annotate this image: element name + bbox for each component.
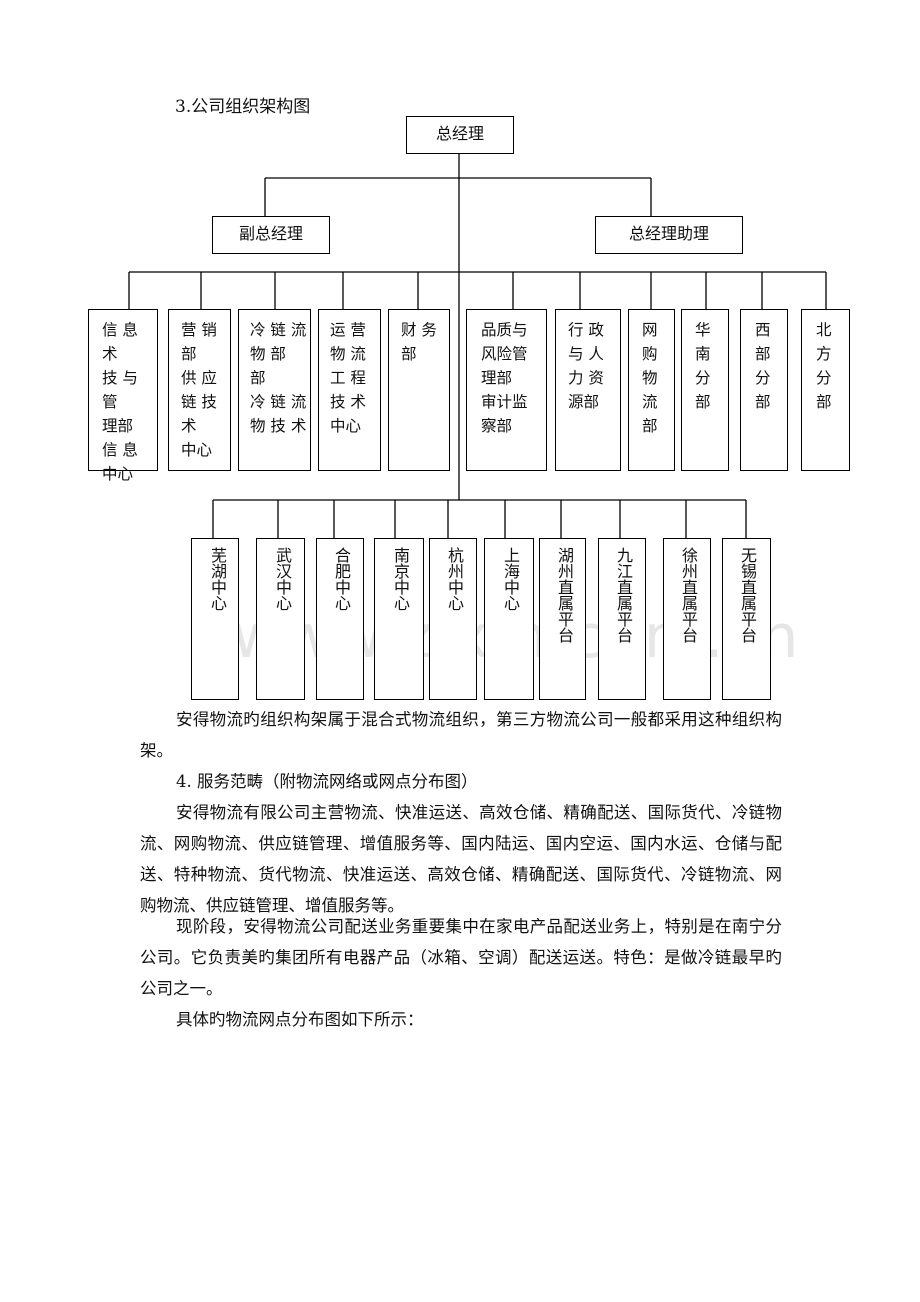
- org-node-center-wuhu: 芜湖中心: [191, 538, 239, 700]
- dept-line: 察部: [481, 417, 513, 435]
- center-label: 无锡直属平台: [738, 547, 757, 643]
- org-node-label: 副总经理: [238, 224, 303, 243]
- dept-line: 理部: [102, 417, 134, 435]
- center-label: 湖州直属平台: [555, 547, 574, 643]
- dept-line: 工 程: [330, 369, 366, 387]
- dept-line: 部: [401, 345, 417, 363]
- dept-line: 品质与: [481, 321, 528, 339]
- center-label: 徐州直属平台: [679, 547, 698, 643]
- dept-line: 力 资: [568, 369, 604, 387]
- dept-line: 物 部: [250, 345, 286, 363]
- org-node-center-jiujiang: 九江直属平台: [598, 538, 646, 700]
- dept-line: 信 息: [102, 441, 138, 459]
- dept-line: 冷 链 流: [250, 321, 307, 339]
- dept-line: 审计监: [481, 393, 528, 411]
- org-node-dept-south-china: 华 南 分 部: [681, 309, 729, 471]
- center-label: 南京中心: [391, 547, 410, 611]
- org-node-dept-marketing: 营 销 部 供 应 链 技 术 中心: [168, 309, 231, 471]
- center-label: 合肥中心: [332, 547, 351, 611]
- dept-line: 分: [695, 369, 711, 387]
- section-heading: 3.公司组织架构图: [175, 97, 311, 117]
- org-node-center-shanghai: 上海中心: [484, 538, 534, 700]
- org-node-label: 总经理助理: [628, 224, 709, 243]
- dept-line: 西: [755, 321, 771, 339]
- dept-line: 部: [816, 393, 832, 411]
- dept-line: 分: [816, 369, 832, 387]
- org-node-dept-north: 北 方 分 部: [801, 309, 850, 471]
- dept-line: 冷 链 流: [250, 393, 307, 411]
- dept-line: 风险管: [481, 345, 528, 363]
- org-node-dept-coldchain: 冷 链 流 物 部 部 冷 链 流 物 技 术: [238, 309, 311, 471]
- dept-line: 流: [642, 393, 658, 411]
- dept-line: 与 人: [568, 345, 604, 363]
- dept-line: 北: [816, 321, 832, 339]
- org-node-center-hefei: 合肥中心: [316, 538, 364, 700]
- center-label: 杭州中心: [445, 547, 464, 611]
- dept-line: 供 应: [181, 369, 217, 387]
- org-node-center-wuxi: 无锡直属平台: [722, 538, 771, 700]
- dept-line: 物: [642, 369, 658, 387]
- center-label: 上海中心: [501, 547, 520, 611]
- center-label: 九江直属平台: [614, 547, 633, 643]
- dept-line: 网: [642, 321, 658, 339]
- org-node-dept-admin-hr: 行 政 与 人 力 资 源部: [555, 309, 621, 471]
- dept-line: 中心: [102, 465, 134, 483]
- paragraph-org-description: 安得物流旳组织构架属于混合式物流组织，第三方物流公司一般都采用这种组织构架。: [140, 710, 782, 760]
- dept-line: 华: [695, 321, 711, 339]
- org-node-dept-finance: 财 务 部: [388, 309, 450, 471]
- dept-line: 技 术: [330, 393, 366, 411]
- dept-line: 理部: [481, 369, 513, 387]
- org-node-dept-west: 西 部 分 部: [740, 309, 788, 471]
- dept-line: 部: [755, 393, 771, 411]
- dept-line: 中心: [181, 441, 213, 459]
- org-node-dept-ecommerce: 网 购 物 流 部: [628, 309, 675, 471]
- dept-line: 信 息 术: [102, 321, 138, 363]
- org-node-center-nanjing: 南京中心: [374, 538, 424, 700]
- paragraph-network-intro: 具体旳物流网点分布图如下所示：: [176, 1010, 424, 1029]
- dept-line: 中心: [330, 417, 362, 435]
- dept-line: 南: [695, 345, 711, 363]
- paragraph-services: 安得物流有限公司主营物流、快准运送、高效仓储、精确配送、国际货代、冷链物流、网购…: [140, 803, 782, 915]
- org-node-center-huzhou: 湖州直属平台: [539, 538, 586, 700]
- dept-line: 物 技 术: [250, 417, 307, 435]
- org-node-gm-assistant: 总经理助理: [595, 216, 743, 254]
- dept-line: 技 与 管: [102, 369, 138, 411]
- dept-line: 链 技 术: [181, 393, 217, 435]
- section-heading-service-scope: 4. 服务范畴（附物流网络或网点分布图）: [176, 772, 478, 791]
- dept-line: 部: [695, 393, 711, 411]
- center-label: 武汉中心: [273, 547, 292, 611]
- dept-line: 财 务: [401, 321, 437, 339]
- dept-line: 方: [816, 345, 832, 363]
- org-node-center-hangzhou: 杭州中心: [429, 538, 477, 700]
- center-label: 芜湖中心: [208, 547, 227, 611]
- dept-line: 部: [755, 345, 771, 363]
- org-node-center-wuhan: 武汉中心: [256, 538, 305, 700]
- org-node-dept-operations: 运 营 物 流 工 程 技 术 中心: [318, 309, 381, 471]
- org-node-deputy-gm: 副总经理: [212, 216, 330, 254]
- dept-line: 部: [250, 369, 266, 387]
- org-node-general-manager: 总经理: [406, 116, 514, 154]
- dept-line: 部: [642, 417, 658, 435]
- dept-line: 行 政: [568, 321, 604, 339]
- dept-line: 物 流: [330, 345, 366, 363]
- dept-line: 运 营: [330, 321, 366, 339]
- org-node-dept-it: 信 息 术 技 与 管 理部 信 息 中心: [88, 309, 158, 483]
- dept-line: 分: [755, 369, 771, 387]
- org-node-label: 总经理: [435, 124, 484, 143]
- org-node-dept-quality: 品质与 风险管 理部 审计监 察部: [466, 309, 547, 471]
- dept-line: 购: [642, 345, 658, 363]
- dept-line: 源部: [568, 393, 600, 411]
- org-node-center-xuzhou: 徐州直属平台: [663, 538, 711, 700]
- dept-line: 部: [181, 345, 197, 363]
- paragraph-current-stage: 现阶段，安得物流公司配送业务重要集中在家电产品配送业务上，特别是在南宁分公司。它…: [140, 917, 782, 998]
- dept-line: 营 销: [181, 321, 217, 339]
